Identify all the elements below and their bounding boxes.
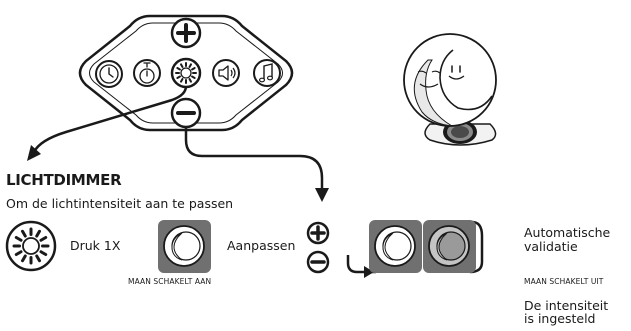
light-ray <box>181 64 183 67</box>
description: Om de lichtintensiteit aan te passen <box>6 196 233 211</box>
status-off-label: MAAN SCHAKELT UIT <box>524 277 603 286</box>
intensity-line-2: is ingesteld <box>524 312 608 325</box>
moon-dim-icon <box>423 220 476 273</box>
status-on-label: MAAN SCHAKELT AAN <box>128 277 211 286</box>
light-ray <box>177 68 180 70</box>
timer-icon[interactable] <box>134 60 160 86</box>
minus-adjust-icon <box>308 252 328 272</box>
light-ray <box>192 68 195 70</box>
light-ray <box>190 79 192 82</box>
plus-icon[interactable] <box>172 19 200 47</box>
moon-on-icon <box>158 220 211 273</box>
intensity-set-label: De intensiteit is ingesteld <box>524 299 608 325</box>
light-ray <box>192 77 195 79</box>
light-button-large-icon <box>7 222 55 270</box>
light-icon[interactable] <box>172 59 200 87</box>
step-adjust-label: Aanpassen <box>227 238 295 253</box>
moon-bright-icon <box>369 220 422 273</box>
step-press-label: Druk 1X <box>70 238 120 253</box>
light-ray <box>177 77 180 79</box>
light-ray <box>190 64 192 67</box>
minus-icon[interactable] <box>172 99 200 127</box>
light-ray <box>181 79 183 82</box>
auto-line-2: validatie <box>524 240 610 254</box>
clock-icon[interactable] <box>96 61 122 87</box>
auto-line-1: Automatische <box>524 226 610 240</box>
music-icon[interactable] <box>254 60 280 86</box>
volume-icon[interactable] <box>213 60 239 86</box>
arrowhead-down <box>315 188 329 202</box>
moon-lamp-illustration <box>404 34 496 145</box>
plus-adjust-icon <box>308 223 328 243</box>
arrowhead-left <box>27 145 41 161</box>
section-title: LICHTDIMMER <box>6 171 121 189</box>
auto-validation-label: Automatische validatie <box>524 226 610 254</box>
